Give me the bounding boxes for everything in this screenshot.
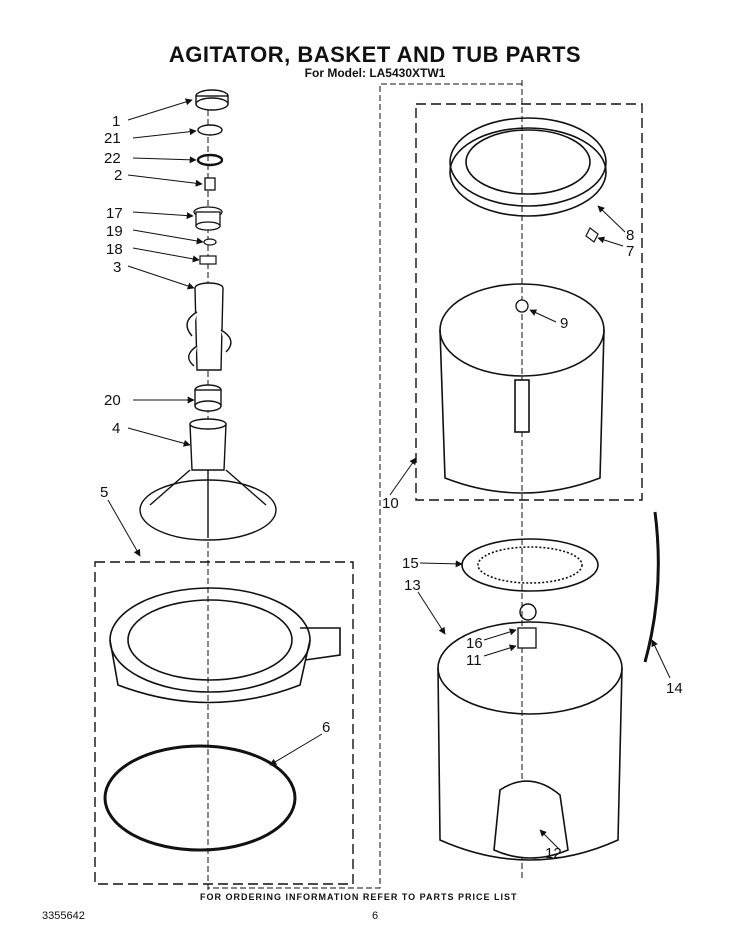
hose-part	[643, 511, 660, 663]
callout-7: 7	[626, 243, 634, 260]
leader-13	[417, 591, 446, 635]
leader-10	[389, 457, 417, 496]
callout-19: 19	[106, 223, 123, 240]
leader-18	[132, 247, 200, 263]
leader-11	[483, 644, 517, 657]
leader-8	[597, 205, 626, 233]
leader-6	[269, 733, 323, 766]
callout-18: 18	[106, 241, 123, 258]
leader-21	[132, 128, 197, 139]
agitator-base-group-box	[94, 561, 354, 885]
agitator-cap-part	[195, 89, 229, 111]
callout-22: 22	[104, 150, 121, 167]
callout-17: 17	[106, 205, 123, 222]
leader-22	[132, 156, 197, 164]
callout-15: 15	[402, 555, 419, 572]
callout-8: 8	[626, 227, 634, 244]
dog-part	[199, 255, 217, 265]
wash-basket-part	[439, 283, 605, 494]
leader-3	[127, 265, 195, 290]
leader-19	[132, 229, 204, 245]
tub-ring-part	[109, 587, 341, 704]
callout-16: 16	[466, 635, 483, 652]
clip-part	[585, 227, 599, 243]
page-title: AGITATOR, BASKET AND TUB PARTS	[168, 42, 582, 67]
leader-9	[529, 309, 557, 323]
callout-11: 11	[466, 652, 482, 669]
washer-part	[203, 238, 217, 246]
leader-15	[419, 560, 463, 568]
cam-part	[193, 206, 223, 231]
callout-20: 20	[104, 392, 121, 409]
leader-16	[483, 628, 517, 641]
callout-13: 13	[404, 577, 421, 594]
cap-seal-part	[197, 124, 223, 136]
basket-nut-part	[515, 299, 529, 313]
connector-line	[208, 83, 522, 889]
leader-2	[127, 174, 203, 187]
agitator-barrel-part	[186, 282, 232, 371]
leader-14	[651, 639, 671, 679]
hub-part	[517, 627, 537, 649]
callout-12: 12	[545, 845, 562, 862]
callout-5: 5	[100, 484, 108, 501]
document-number: 3355642	[42, 910, 85, 922]
callout-2: 2	[114, 167, 122, 184]
callout-6: 6	[322, 719, 330, 736]
o-ring-part	[196, 153, 224, 167]
basket-group-box	[415, 103, 643, 501]
callout-14: 14	[666, 680, 683, 697]
callout-10: 10	[382, 495, 399, 512]
leader-5	[107, 499, 141, 557]
bolt-part	[204, 177, 216, 191]
balance-ring-part	[449, 117, 607, 217]
leader-12	[539, 829, 561, 851]
leader-17	[132, 211, 194, 220]
callout-4: 4	[112, 420, 120, 437]
callout-21: 21	[104, 130, 121, 147]
callout-1: 1	[112, 113, 120, 130]
basket-drive-part	[461, 538, 599, 592]
snap-ring-part	[519, 603, 537, 621]
callout-9: 9	[560, 315, 568, 332]
ordering-note: FOR ORDERING INFORMATION REFER TO PARTS …	[200, 892, 518, 902]
leader-1	[127, 98, 193, 121]
agitator-base-part	[139, 418, 277, 541]
callout-3: 3	[113, 259, 121, 276]
leader-7	[597, 236, 624, 247]
model-subtitle: For Model: LA5430XTW1	[304, 66, 446, 80]
page-number: 6	[372, 910, 379, 922]
leader-4	[127, 427, 191, 447]
spline-adapter-part	[194, 384, 222, 412]
outer-tub-part	[437, 621, 623, 861]
ring-seal-part	[103, 744, 297, 852]
